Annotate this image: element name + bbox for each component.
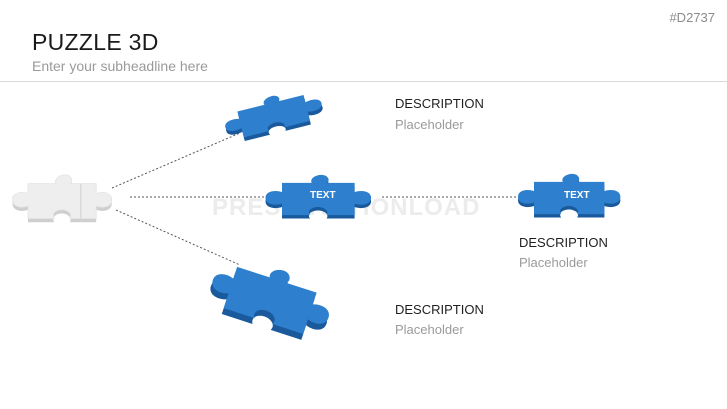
description-text-3: Placeholder [395, 322, 464, 337]
blue-puzzle-piece-middle: TEXT [265, 174, 372, 219]
grey-puzzle-piece [11, 174, 113, 223]
connector-lines [111, 132, 528, 266]
blue-puzzle-piece-top [220, 84, 326, 145]
page-subtitle: Enter your subheadline here [32, 58, 208, 74]
page-title: PUZZLE 3D [32, 29, 159, 55]
description-text-2: Placeholder [519, 255, 588, 270]
middle-piece-label: TEXT [310, 190, 336, 201]
header-divider [0, 81, 727, 82]
slide-code: #D2737 [669, 10, 715, 25]
connector-bottom [115, 209, 241, 266]
right-piece-label: TEXT [564, 190, 590, 201]
connector-top [111, 132, 241, 189]
blue-puzzle-piece-bottom [203, 250, 339, 346]
description-heading-1: DESCRIPTION [395, 96, 484, 111]
description-text-1: Placeholder [395, 117, 464, 132]
description-heading-3: DESCRIPTION [395, 302, 484, 317]
description-heading-2: DESCRIPTION [519, 235, 608, 250]
blue-puzzle-piece-right: TEXT [518, 173, 621, 218]
